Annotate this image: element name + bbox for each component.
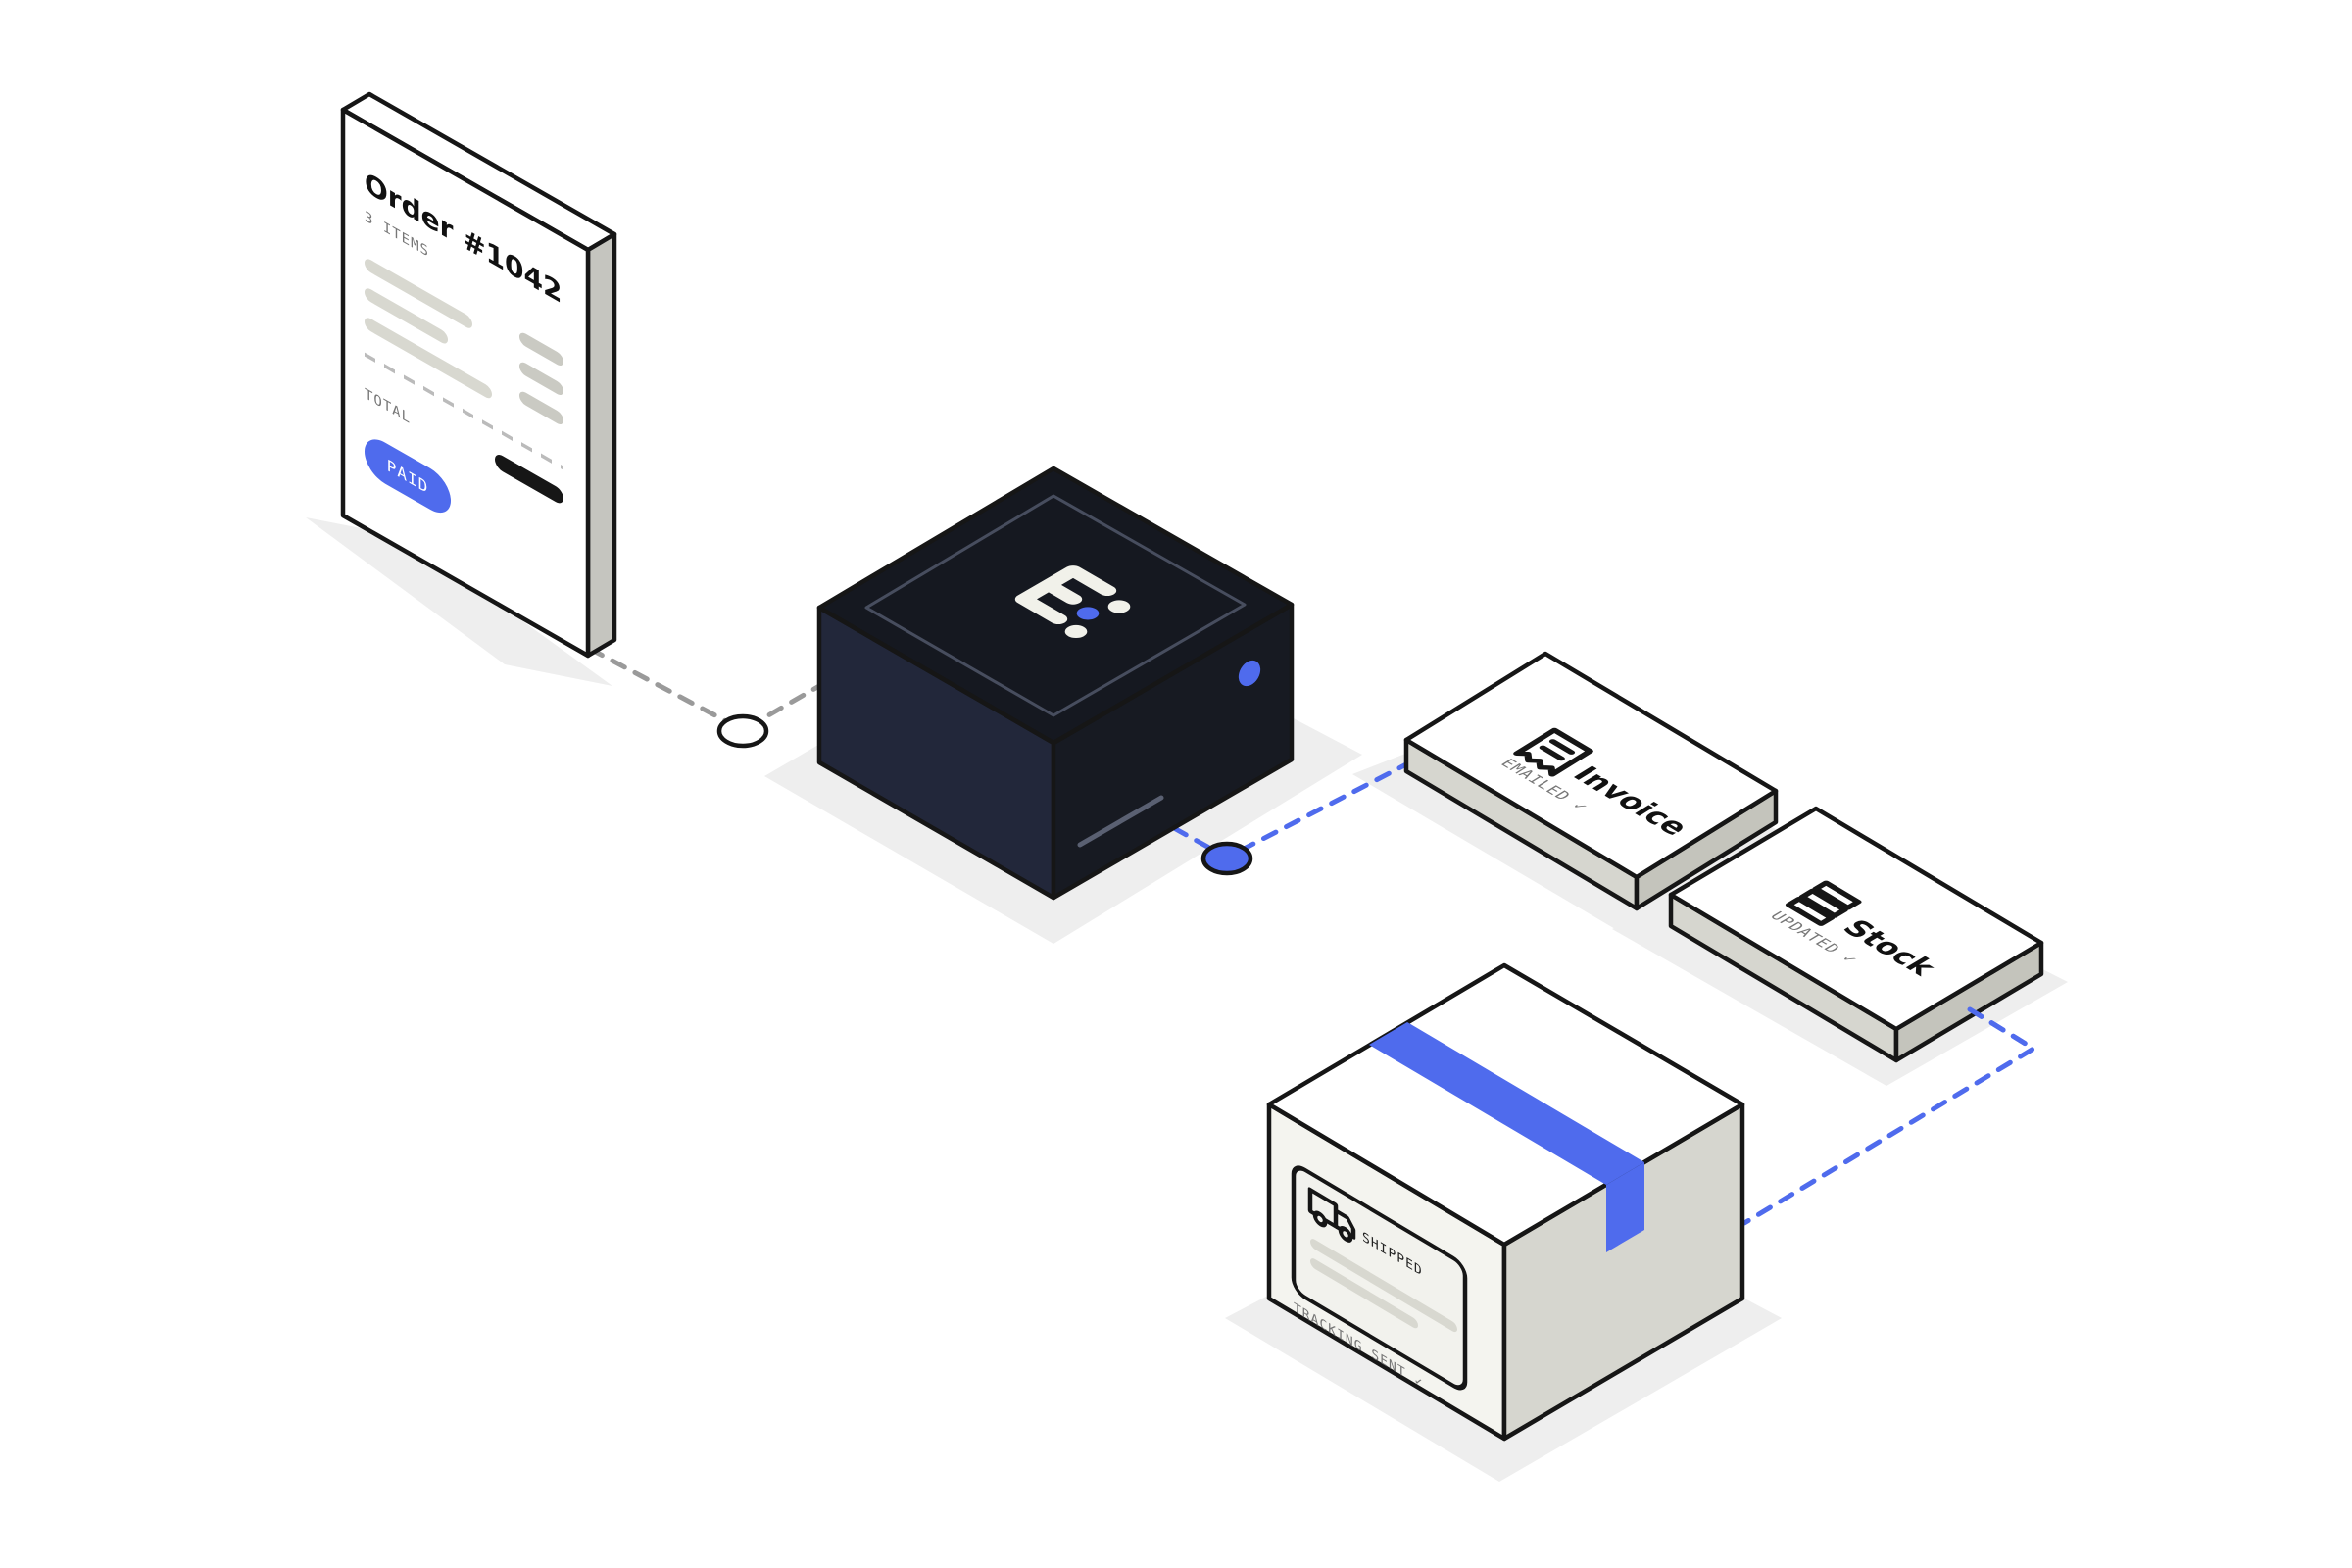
order-card-side (585, 231, 617, 659)
stack-icon-layer-3 (1785, 896, 1836, 926)
logo-letter-e (1014, 565, 1117, 625)
shipping-line-placeholder-1 (1310, 1239, 1457, 1333)
order-connector-node (716, 713, 769, 749)
package-tape-side (1606, 1162, 1644, 1252)
invoice-card: Invoice EMAILED ✓ (1403, 651, 1779, 911)
stock-connector-joint (1967, 1006, 2036, 1052)
receipt-icon (1513, 727, 1593, 777)
package-tape-top (1369, 1022, 1644, 1185)
package-box: SHIPPED TRACKING SENT ✓ (1266, 962, 1745, 1442)
logo-dot-bottom (1064, 624, 1088, 639)
hub-top (816, 466, 1295, 746)
hub-device (816, 466, 1295, 901)
stack-icon-layer-2 (1798, 888, 1848, 918)
order-card-shadow (306, 517, 612, 686)
order-divider (365, 352, 564, 470)
order-line-placeholder-3 (365, 318, 492, 399)
logo-dot-accent (1076, 607, 1100, 620)
order-line-placeholder-2 (365, 288, 448, 344)
logo-dot-top (1107, 600, 1131, 613)
order-line-placeholder-1 (365, 259, 472, 328)
order-total-value-bar (495, 455, 564, 504)
truck-icon (1307, 1187, 1356, 1243)
shipping-line-placeholder-2 (1310, 1258, 1418, 1329)
stack-icon (1785, 880, 1862, 926)
order-price-placeholder-2 (519, 362, 564, 395)
hub-vent-slot (1077, 795, 1164, 848)
invoice-card-top (1403, 651, 1779, 880)
logo-icon (1014, 565, 1131, 639)
truck-icon-wheel-rear (1312, 1210, 1328, 1228)
order-to-hub-connector (587, 646, 822, 733)
receipt-icon-line-2 (1539, 745, 1565, 761)
order-price-placeholder-3 (519, 391, 564, 424)
stock-card: Stock UPDATED ✓ (1668, 806, 2044, 1063)
truck-icon-wheel-front (1338, 1225, 1353, 1243)
hub-connector-node (1200, 841, 1253, 876)
stock-card-top (1668, 806, 2044, 1032)
hub-top-inner-frame (864, 494, 1247, 717)
receipt-icon-outline (1513, 727, 1593, 777)
receipt-icon-line-1 (1548, 739, 1576, 755)
order-card: Order #1042 3 ITEMS TOTAL PAID (340, 91, 617, 659)
shipping-label: SHIPPED TRACKING SENT ✓ (1291, 1165, 1468, 1392)
order-paid-badge (365, 439, 451, 514)
order-price-placeholder-1 (519, 332, 564, 366)
stack-icon-layer-1 (1812, 880, 1862, 910)
hub-status-led (1238, 660, 1261, 687)
